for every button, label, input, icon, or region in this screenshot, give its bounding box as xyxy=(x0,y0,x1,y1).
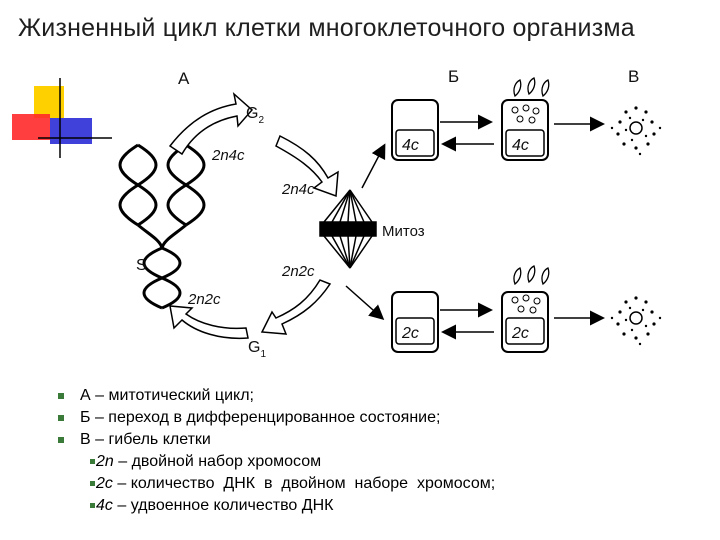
label-g1: G1 xyxy=(248,339,266,360)
label-2n2c-left: 2n2c xyxy=(187,291,221,308)
arrow-from-mitosis xyxy=(260,279,332,335)
decorative-squares xyxy=(12,78,112,158)
legend-item-v: В – гибель клетки xyxy=(58,429,708,451)
secretion-drops-upper xyxy=(513,77,550,98)
label-s: S xyxy=(136,257,147,274)
bullet-icon xyxy=(90,481,95,486)
cell-cycle-diagram: А Б В G2 2n4c 2n4c S 2n2c 2n2c G1 xyxy=(12,67,662,360)
label-2n2c-mid: 2n2c xyxy=(281,263,315,280)
slide-title: Жизненный цикл клетки многоклеточного ор… xyxy=(18,14,635,42)
bullet-icon xyxy=(58,415,64,421)
bullet-icon xyxy=(58,437,64,443)
box-2c-right: 2c xyxy=(511,325,529,342)
cell-lower-2: 2c xyxy=(501,291,549,353)
mitosis-spindle xyxy=(319,189,377,269)
box-4c-right: 4c xyxy=(512,137,529,154)
arrow-to-mitosis xyxy=(275,134,339,198)
label-b: Б xyxy=(448,67,459,86)
label-a: А xyxy=(178,69,190,88)
bullet-icon xyxy=(90,459,95,464)
label-g2: G2 xyxy=(246,105,264,126)
chromosome-helices xyxy=(118,143,206,310)
bullet-icon xyxy=(58,393,64,399)
legend-item-b: Б – переход в дифференцированное состоян… xyxy=(58,407,708,429)
cell-lower-1: 2c xyxy=(391,291,439,353)
dying-cell-lower xyxy=(610,296,662,346)
secretion-drops-lower xyxy=(513,265,550,286)
legend-subitem-4c: 4c – удвоенное количество ДНК xyxy=(58,495,708,517)
label-2n4c-left: 2n4c xyxy=(211,147,245,164)
dying-cell-upper xyxy=(610,106,662,156)
bullet-icon xyxy=(90,503,95,508)
arrow-mitosis-lower xyxy=(345,285,385,320)
label-2n4c-mid: 2n4c xyxy=(281,181,315,198)
arrow-g1 xyxy=(169,305,249,340)
cell-upper-1: 4c xyxy=(391,99,439,161)
box-2c-left: 2c xyxy=(401,325,419,342)
arrow-mitosis-upper xyxy=(361,143,386,189)
cell-upper-2: 4c xyxy=(501,99,549,161)
label-v: В xyxy=(628,67,639,86)
box-4c-left: 4c xyxy=(402,137,419,154)
arrow-g2 xyxy=(168,91,254,156)
legend-item-a: А – митотический цикл; xyxy=(58,385,708,407)
label-mitosis: Митоз xyxy=(382,223,425,240)
legend-list: А – митотический цикл; Б – переход в диф… xyxy=(58,385,708,517)
legend-subitem-2c: 2c – количество ДНК в двойном наборе хро… xyxy=(58,473,708,495)
legend-subitem-2n: 2n – двойной набор хромосом xyxy=(58,451,708,473)
